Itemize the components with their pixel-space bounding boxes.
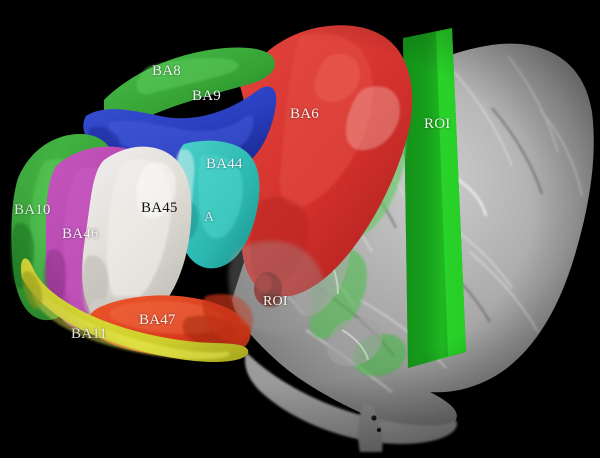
brain-render-canvas [10, 25, 594, 452]
